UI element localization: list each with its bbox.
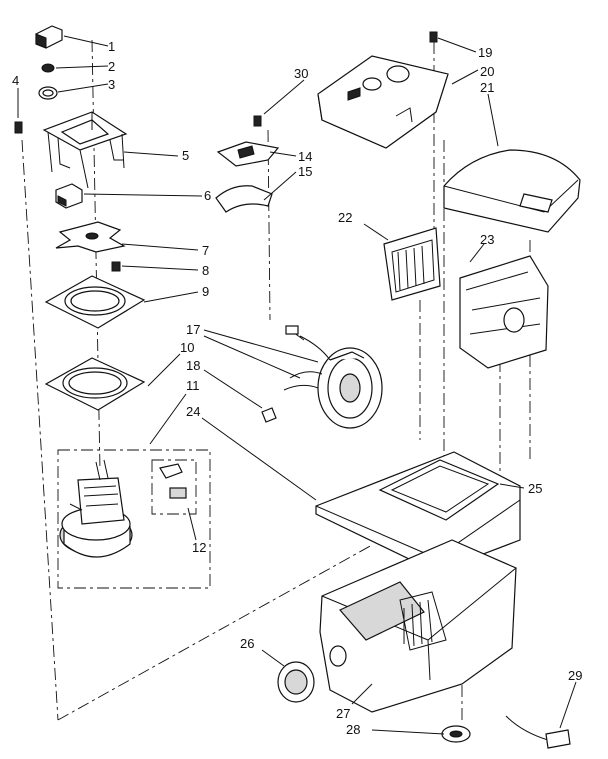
callout-17: 17 bbox=[186, 322, 200, 337]
part-6-switch bbox=[55, 183, 83, 209]
part-25-filter-frame bbox=[378, 459, 500, 521]
part-18-connector bbox=[261, 407, 277, 423]
callout-5: 5 bbox=[182, 148, 189, 163]
part-15-handle bbox=[215, 185, 273, 213]
part-26-wheel bbox=[277, 661, 315, 703]
callout-30: 30 bbox=[294, 66, 308, 81]
callout-2: 2 bbox=[108, 59, 115, 74]
callout-28: 28 bbox=[346, 722, 360, 737]
callout-18: 18 bbox=[186, 358, 200, 373]
part-1-switch-knob bbox=[35, 25, 63, 49]
callout-23: 23 bbox=[480, 232, 494, 247]
callout-26: 26 bbox=[240, 636, 254, 651]
part-20-top-cover bbox=[317, 55, 449, 149]
part-27-canister-base bbox=[319, 539, 517, 713]
callout-27: 27 bbox=[336, 706, 350, 721]
callout-numbers: 1 2 3 4 5 6 7 8 9 10 11 12 14 15 17 18 1… bbox=[12, 39, 582, 737]
callout-7: 7 bbox=[202, 243, 209, 258]
callout-15: 15 bbox=[298, 164, 312, 179]
part-4-screw bbox=[14, 121, 23, 134]
callout-20: 20 bbox=[480, 64, 494, 79]
part-11-motor-assembly bbox=[57, 449, 211, 589]
callout-22: 22 bbox=[338, 210, 352, 225]
part-30-screw bbox=[253, 115, 262, 127]
part-3-ring bbox=[38, 86, 58, 100]
callout-6: 6 bbox=[204, 188, 211, 203]
leader-lines bbox=[17, 35, 577, 735]
callout-3: 3 bbox=[108, 77, 115, 92]
part-17-cord-reel bbox=[283, 325, 383, 429]
callout-29: 29 bbox=[568, 668, 582, 683]
part-9-gasket-plate bbox=[44, 275, 146, 329]
callout-10: 10 bbox=[180, 340, 194, 355]
part-22-filter-grille bbox=[383, 227, 441, 301]
callout-4: 4 bbox=[12, 73, 19, 88]
part-28-caster bbox=[441, 725, 471, 743]
part-23-dust-bag bbox=[459, 255, 549, 369]
callout-12: 12 bbox=[192, 540, 206, 555]
part-8-nut bbox=[111, 261, 121, 272]
part-10-motor-mount bbox=[44, 357, 146, 411]
callout-24: 24 bbox=[186, 404, 200, 419]
part-7-fan bbox=[55, 221, 126, 253]
callout-1: 1 bbox=[108, 39, 115, 54]
callout-14: 14 bbox=[298, 149, 312, 164]
part-14-latch bbox=[216, 141, 280, 167]
part-5-motor-bracket bbox=[42, 111, 128, 189]
callout-8: 8 bbox=[202, 263, 209, 278]
part-12-brush-kit bbox=[151, 459, 197, 515]
part-2-washer bbox=[41, 63, 55, 73]
callout-19: 19 bbox=[478, 45, 492, 60]
callout-25: 25 bbox=[528, 481, 542, 496]
part-21-lid bbox=[443, 149, 581, 233]
callout-21: 21 bbox=[480, 80, 494, 95]
part-19-screw bbox=[429, 31, 438, 43]
part-29-cord-plug bbox=[505, 715, 571, 749]
callout-9: 9 bbox=[202, 284, 209, 299]
callout-11: 11 bbox=[186, 378, 200, 393]
